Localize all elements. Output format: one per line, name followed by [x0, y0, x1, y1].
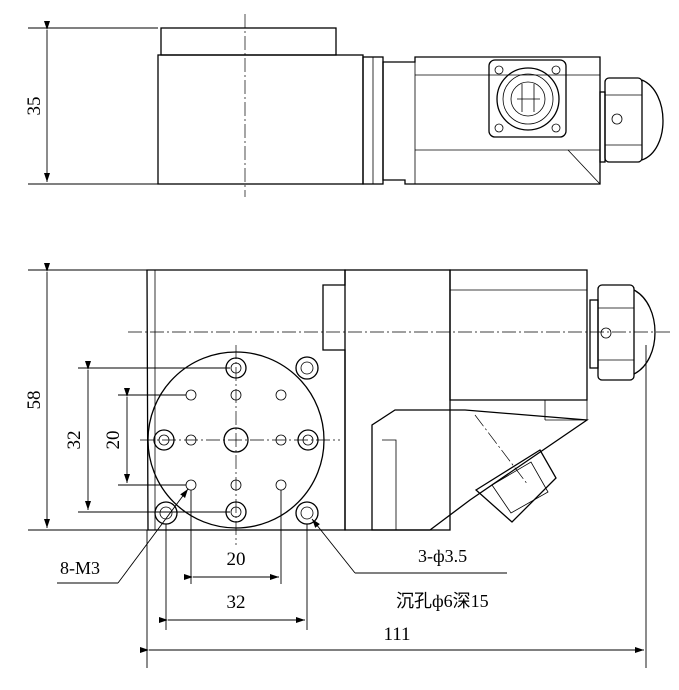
motor-housing — [382, 56, 601, 185]
dim-32-horizontal: 32 — [159, 524, 308, 630]
dim-20-horizontal-label: 20 — [227, 549, 246, 570]
motor-body — [449, 269, 588, 401]
dim-32-horizontal-label: 32 — [227, 592, 246, 613]
main-body — [157, 54, 364, 185]
callout-through-holes-label: 3-ф3.5 — [418, 546, 467, 566]
callout-counterbore-label: 沉孔ф6深15 — [396, 591, 489, 611]
body-extension — [344, 269, 451, 531]
dim-58-label: 58 — [24, 391, 45, 410]
inclined-housing — [371, 409, 589, 531]
connector-top-view — [488, 59, 567, 138]
dim-35: 35 — [24, 21, 158, 185]
dim-111: 111 — [140, 345, 647, 668]
dim-20-vertical-label: 20 — [103, 431, 124, 450]
base-plate — [146, 269, 346, 531]
callout-8-m3-label: 8-M3 — [60, 558, 100, 578]
dim-111-label: 111 — [383, 624, 410, 645]
hand-knob-top — [599, 77, 664, 163]
dim-35-label: 35 — [24, 97, 45, 116]
dim-20-vertical: 20 — [103, 388, 186, 486]
front-view: 58 32 20 20 32 — [24, 263, 670, 668]
top-view: 35 — [24, 14, 664, 197]
connector-front-view — [474, 449, 557, 523]
callout-8-m3: 8-M3 — [57, 488, 189, 584]
callout-through-holes: 3-ф3.5 沉孔ф6深15 — [311, 518, 507, 611]
dim-58: 58 — [24, 263, 148, 531]
dim-32-vertical-label: 32 — [64, 431, 85, 450]
hand-knob-front — [589, 284, 656, 381]
dim-20-horizontal: 20 — [184, 490, 282, 584]
turntable-disk — [160, 27, 337, 56]
dim-32-vertical: 32 — [64, 361, 230, 513]
